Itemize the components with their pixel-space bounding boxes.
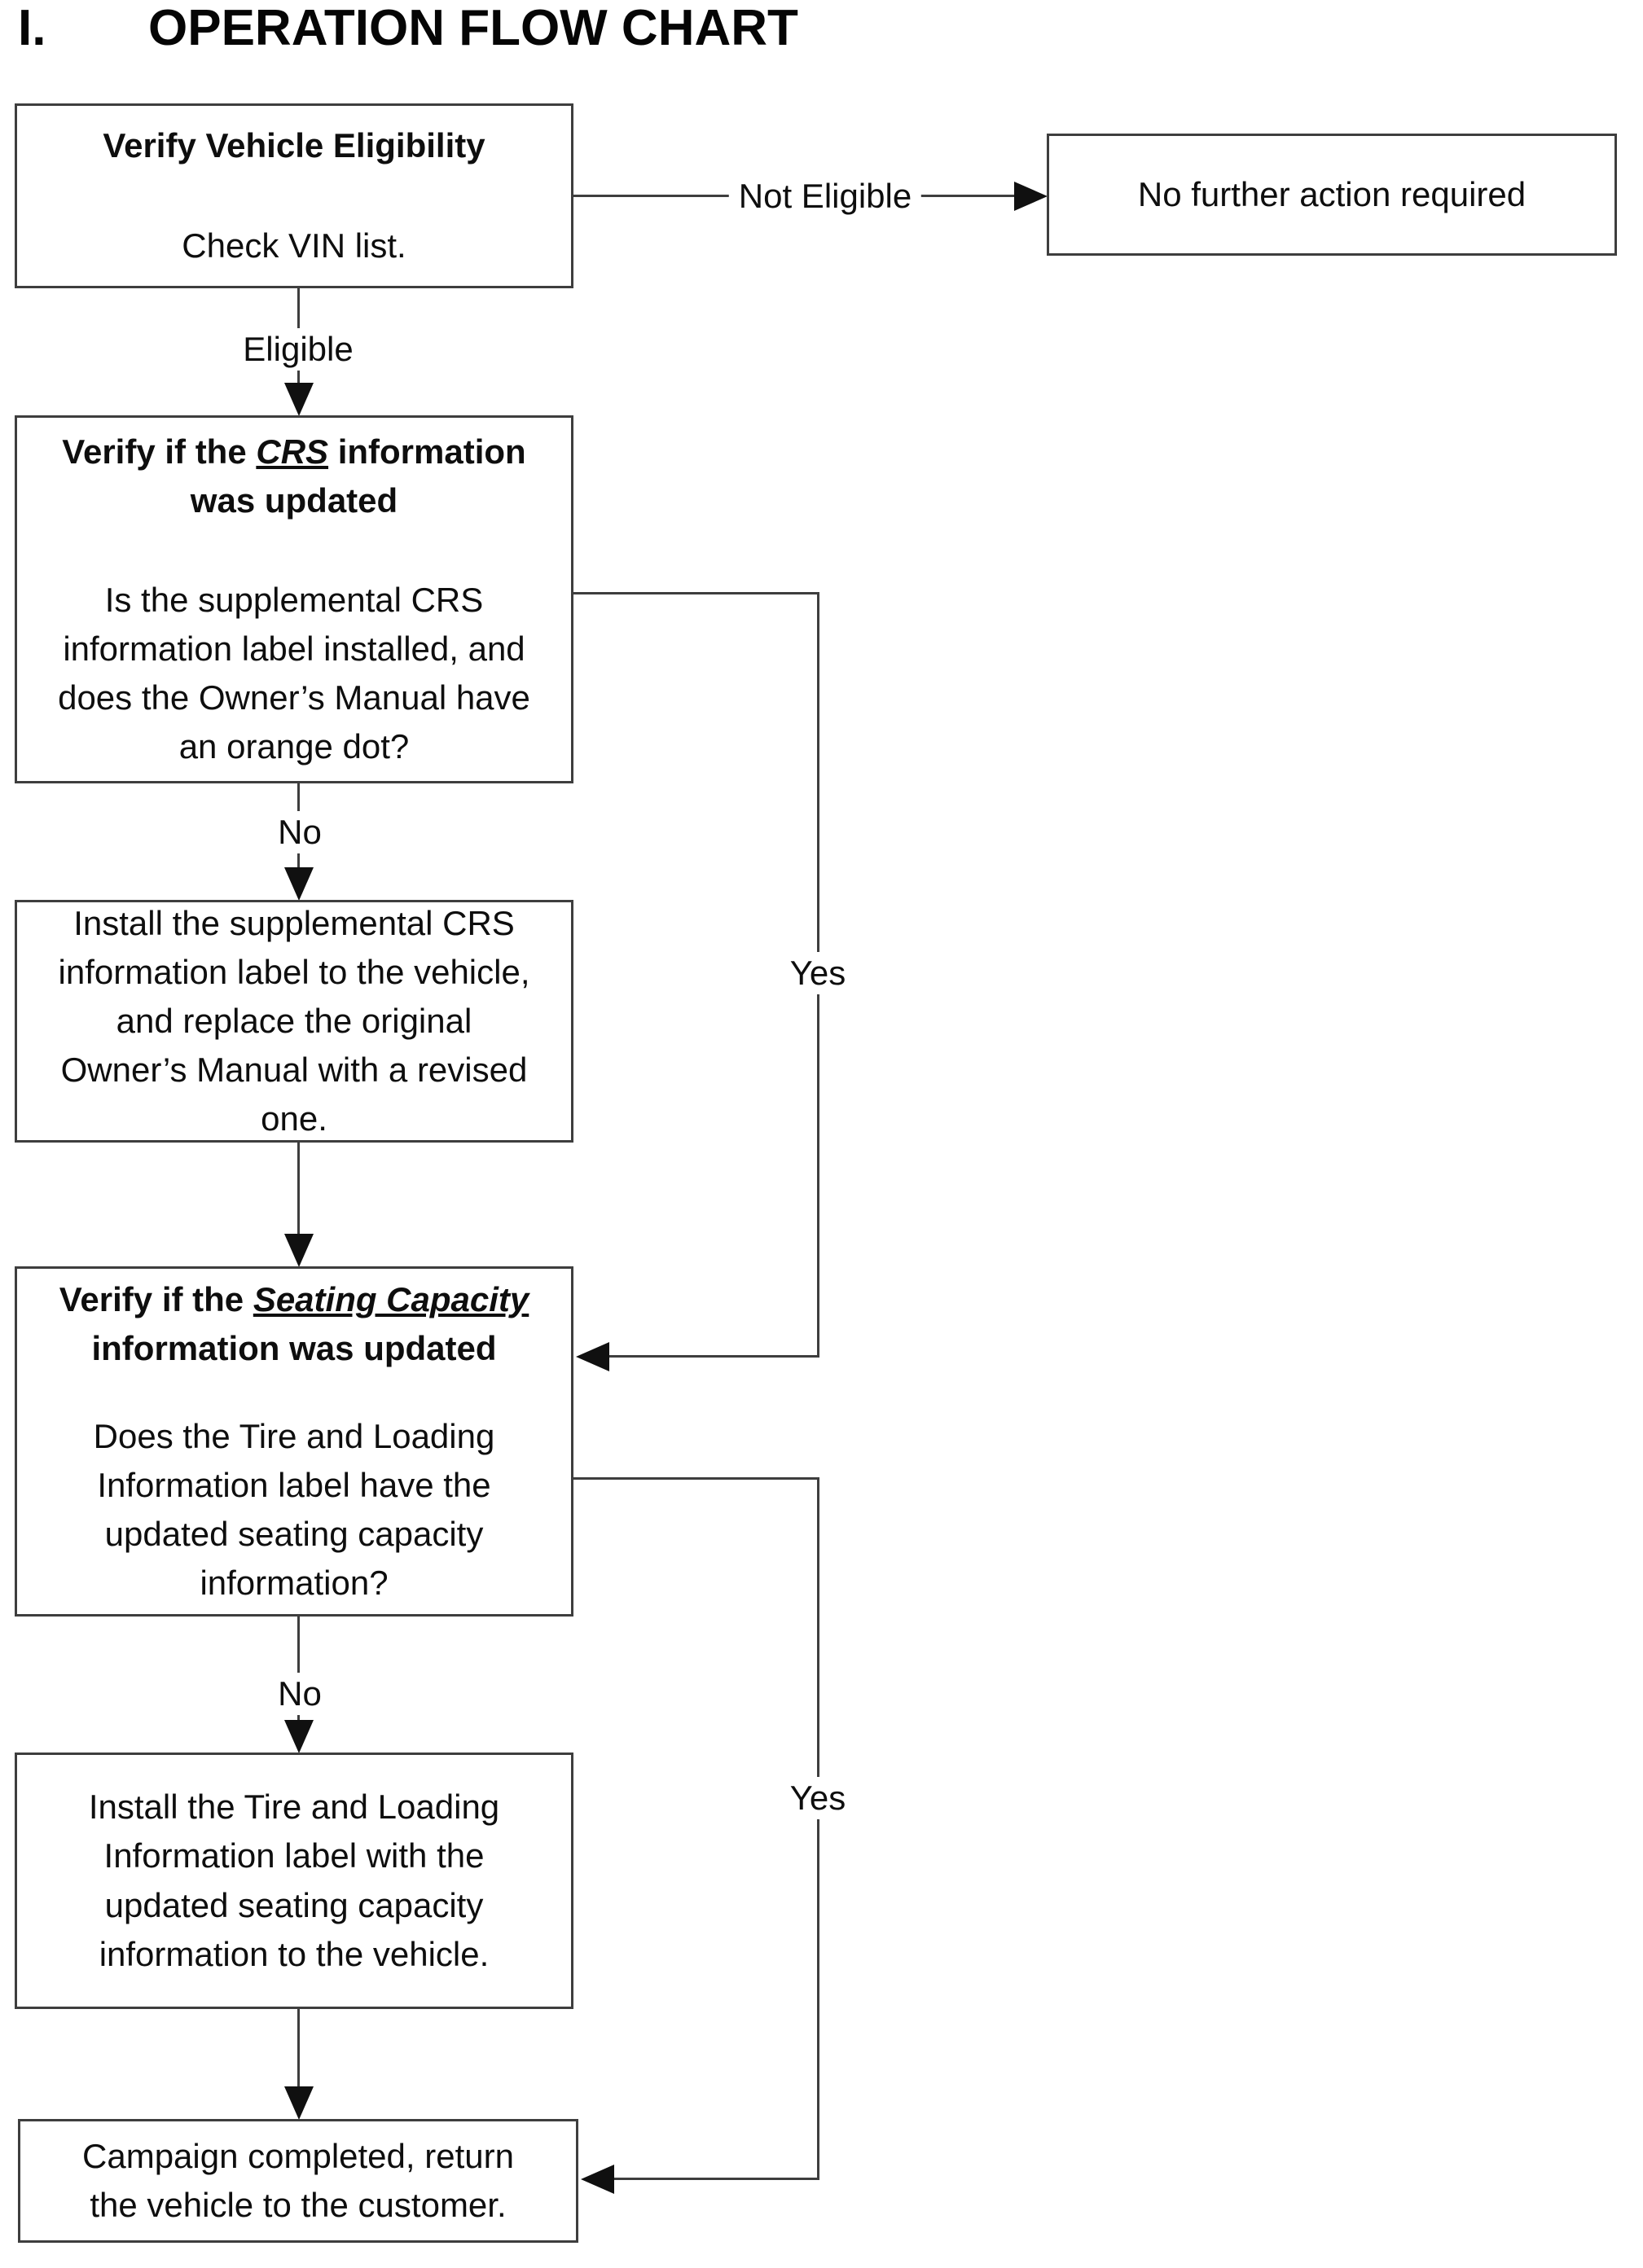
node-verify-seating-question: Does the Tire and Loading Information la…: [93, 1416, 495, 1603]
node-install-tire-loading-label: Install the Tire and Loading Information…: [15, 1753, 573, 2009]
node-no-further-action-text: No further action required: [1137, 174, 1527, 213]
edge-label-no-crs: No: [268, 811, 332, 853]
node-install-tire-loading-label-text: Install the Tire and Loading Information…: [88, 1788, 500, 1973]
connector-yes-seating-vertical-line: [817, 1477, 819, 2179]
connector-yes-crs-bottom-line: [607, 1355, 819, 1358]
arrowhead-down-icon: [284, 867, 314, 901]
node-verify-vehicle-eligibility-title: Verify Vehicle Eligibility: [103, 126, 485, 165]
edge-label-eligible: Eligible: [233, 328, 363, 371]
arrowhead-down-icon: [284, 1234, 314, 1267]
connector-yes-seating-top-line: [573, 1477, 819, 1480]
arrowhead-down-icon: [284, 2086, 314, 2120]
edge-label-not-eligible: Not Eligible: [728, 175, 922, 217]
arrowhead-left-icon: [576, 1342, 609, 1371]
node-verify-seating-heading-line2: information was updated: [91, 1328, 497, 1367]
arrowhead-right-icon: [1014, 182, 1048, 211]
connector-box5-final-line: [297, 2009, 300, 2090]
page-title-numeral: I.: [18, 0, 46, 56]
node-verify-vehicle-eligibility: Verify Vehicle Eligibility Check VIN lis…: [15, 103, 573, 288]
node-install-crs-label-text: Install the supplemental CRS information…: [58, 903, 530, 1138]
connector-yes-crs-top-line: [573, 592, 819, 594]
edge-label-yes-seating: Yes: [780, 1777, 856, 1819]
node-install-crs-label: Install the supplemental CRS information…: [15, 900, 573, 1143]
heading-pre: Verify if the: [62, 432, 257, 471]
node-verify-crs-heading: Verify if the CRS information was update…: [62, 428, 525, 525]
node-verify-crs-question: Is the supplemental CRS information labe…: [58, 580, 530, 766]
heading-post: information: [328, 432, 526, 471]
connector-yes-seating-bottom-line: [612, 2178, 819, 2180]
node-verify-crs-heading-line1: Verify if the CRS information: [62, 428, 525, 476]
node-verify-crs-updated: Verify if the CRS information was update…: [15, 415, 573, 783]
node-verify-seating-heading-line1: Verify if the Seating Capacity: [59, 1275, 529, 1324]
heading-emphasis-crs: CRS: [256, 432, 329, 471]
edge-label-yes-crs: Yes: [780, 952, 856, 994]
heading-pre: Verify if the: [59, 1279, 253, 1318]
node-campaign-completed: Campaign completed, return the vehicle t…: [18, 2119, 578, 2243]
node-campaign-completed-text: Campaign completed, return the vehicle t…: [82, 2136, 514, 2224]
node-verify-crs-heading-line2: was updated: [190, 480, 398, 520]
arrowhead-down-icon: [284, 1720, 314, 1753]
node-verify-seating-heading: Verify if the Seating Capacity informati…: [59, 1275, 529, 1373]
node-verify-vehicle-eligibility-body: Check VIN list.: [182, 226, 406, 265]
node-no-further-action: No further action required: [1047, 134, 1617, 256]
page-title: OPERATION FLOW CHART: [148, 0, 798, 56]
connector-box3-box4-line: [297, 1143, 300, 1238]
heading-emphasis-seating-capacity: Seating Capacity: [253, 1279, 529, 1318]
node-verify-seating-capacity: Verify if the Seating Capacity informati…: [15, 1266, 573, 1617]
connector-no-seating-line: [297, 1617, 300, 1724]
arrowhead-down-icon: [284, 383, 314, 416]
arrowhead-left-icon: [581, 2165, 614, 2194]
edge-label-no-seating: No: [268, 1673, 332, 1715]
